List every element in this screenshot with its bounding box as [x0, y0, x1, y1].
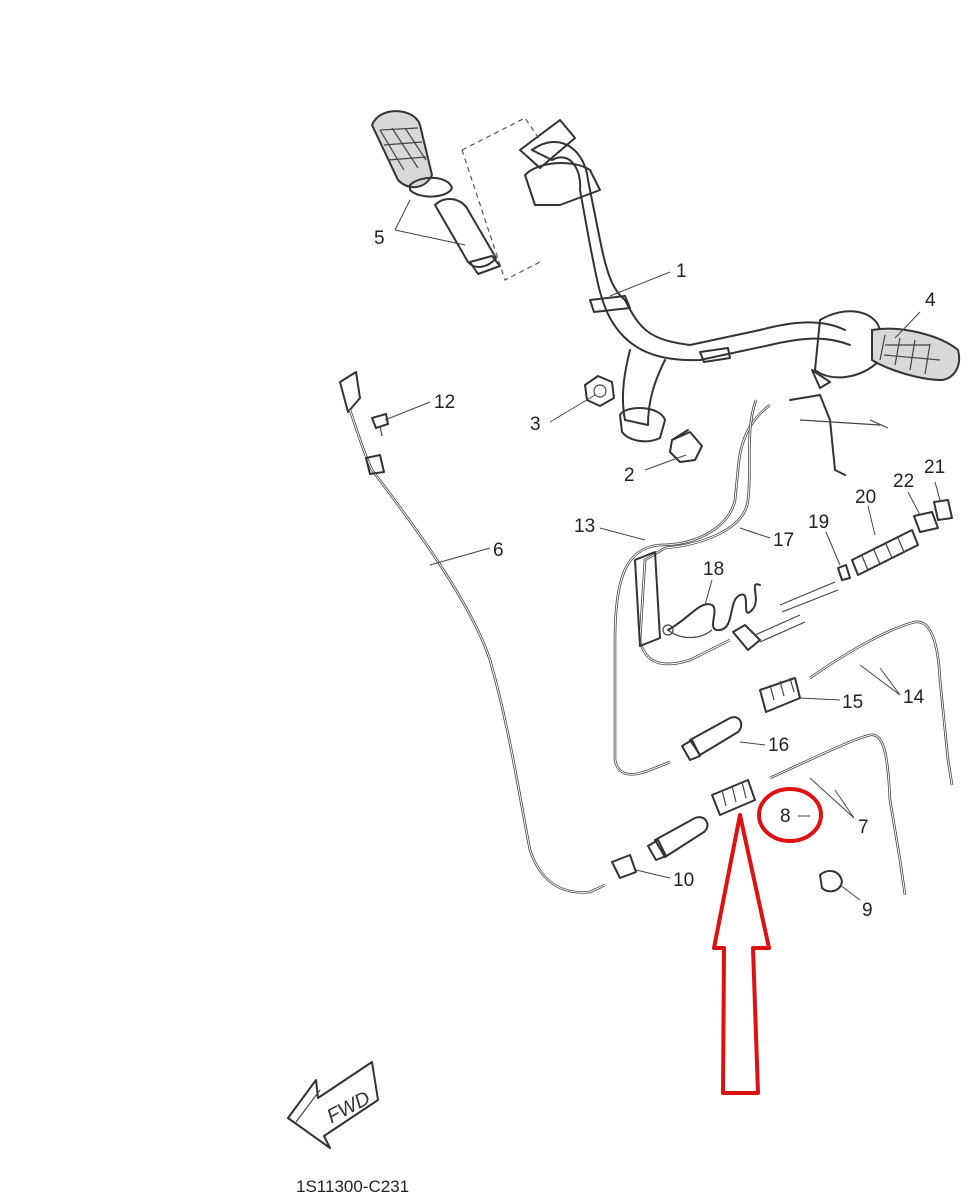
red-up-arrow-icon	[712, 813, 771, 1095]
screw-12	[371, 413, 389, 437]
callout-16: 16	[768, 735, 789, 756]
callout-18: 18	[703, 559, 724, 580]
throttle-cable	[339, 371, 606, 894]
callout-1: 1	[676, 261, 687, 282]
callout-6: 6	[493, 540, 504, 561]
diagram-code: 1S11300-C231	[296, 1177, 409, 1196]
cable-7-assembly	[611, 733, 907, 896]
callout-7: 7	[858, 817, 869, 838]
adjuster-assembly	[732, 499, 953, 651]
callout-14: 14	[903, 687, 925, 708]
callout-15: 15	[842, 692, 863, 713]
callout-13: 13	[574, 516, 595, 537]
callout-17: 17	[773, 530, 794, 551]
left-grip	[370, 110, 541, 281]
highlight-circle	[757, 787, 823, 843]
callout-3: 3	[530, 414, 541, 435]
callout-5: 5	[374, 228, 385, 249]
spring-wire-18	[662, 583, 761, 639]
right-grip	[871, 327, 961, 382]
callout-10: 10	[673, 870, 694, 891]
fwd-arrow-icon: FWD	[287, 1061, 379, 1149]
callout-labels: 1 2 3 4 5 6 7 8 9 10 12 13 14 15 16 17 1…	[374, 228, 945, 921]
leader-lines	[384, 199, 941, 901]
callout-19: 19	[808, 512, 829, 533]
handlebar	[519, 119, 881, 443]
callout-9: 9	[862, 900, 873, 921]
callout-2: 2	[624, 465, 635, 486]
highlight-annotation	[712, 787, 823, 1095]
callout-21: 21	[924, 457, 945, 478]
nut-and-bolt	[584, 375, 703, 463]
callout-4: 4	[925, 290, 936, 311]
callout-8: 8	[780, 806, 791, 827]
brake-cables	[613, 394, 889, 776]
callout-22: 22	[893, 471, 914, 492]
callout-12: 12	[434, 392, 455, 413]
callout-20: 20	[855, 487, 876, 508]
